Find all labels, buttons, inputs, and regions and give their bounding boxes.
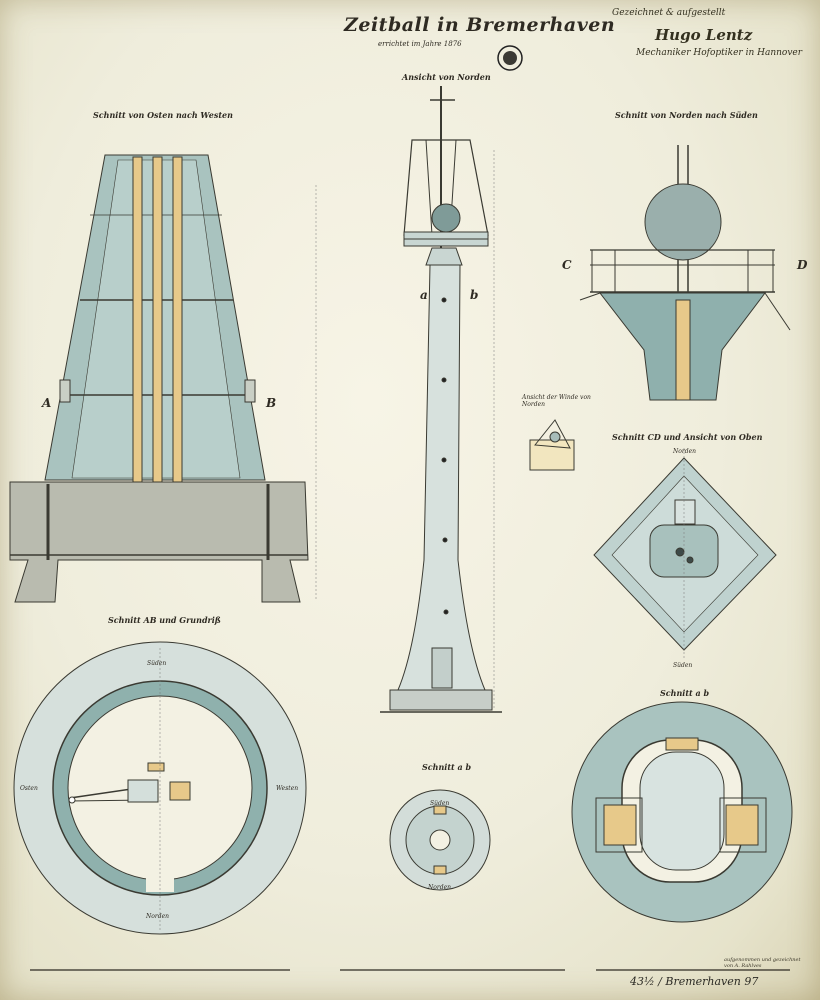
label-section-ab-small: Schnitt a b <box>422 762 472 772</box>
archive-reference: 43½ / Bremerhaven 97 <box>630 975 759 988</box>
section-cd-drawing <box>593 448 777 660</box>
letter-d: D <box>797 258 808 272</box>
compass-west-left: Westen <box>276 785 299 792</box>
handwritten-signature: Hugo Lentz <box>655 26 753 44</box>
letter-b: B <box>266 396 277 410</box>
compass-north-cd: Norden <box>673 448 696 455</box>
compass-south-cd: Süden <box>673 662 693 669</box>
label-section-north-south: Schnitt von Norden nach Süden <box>615 110 758 120</box>
handwritten-note-line2: Mechaniker Hofoptiker in Hannover <box>636 48 803 58</box>
label-section-east-west: Schnitt von Osten nach Westen <box>93 110 233 120</box>
section-north-south-drawing <box>579 145 791 401</box>
winch-drawing <box>529 419 575 471</box>
label-winch-view: Ansicht der Winde von Norden <box>522 394 591 408</box>
credit-line1: aufgenommen und gezeichnet <box>724 957 801 963</box>
draftsman-credit: aufgenommen und gezeichnet von A. Rahlve… <box>724 957 800 969</box>
north-elevation-drawing <box>380 86 502 713</box>
compass-east-left: Osten <box>20 785 38 792</box>
section-ab-small-drawing <box>389 789 491 891</box>
label-section-ab-right: Schnitt a b <box>660 688 710 698</box>
letter-lower-a: a <box>420 288 428 302</box>
letter-c: C <box>562 258 572 272</box>
credit-line2: von A. Rahlves <box>724 963 762 969</box>
section-ab-plan-drawing <box>13 641 307 935</box>
compass-south-small: Süden <box>430 800 450 807</box>
archive-seal-icon <box>496 44 524 72</box>
handwritten-note-line1: Gezeichnet & aufgestellt <box>612 8 726 18</box>
drawing-title: Zeitball in Bremerhaven <box>344 14 616 36</box>
label-section-cd-top: Schnitt CD und Ansicht von Oben <box>612 432 763 442</box>
drawing-subtitle: errichtet im Jahre 1876 <box>378 40 462 48</box>
label-north-elevation: Ansicht von Norden <box>402 72 491 82</box>
compass-south-left: Süden <box>147 660 167 667</box>
section-ab-right-drawing <box>571 701 793 923</box>
letter-lower-b: b <box>470 288 479 302</box>
compass-north-small: Norden <box>428 884 451 891</box>
letter-a: A <box>42 396 52 410</box>
compass-north-left: Norden <box>146 913 169 920</box>
label-section-ab-plan: Schnitt AB und Grundriß <box>108 615 221 625</box>
section-east-west-drawing <box>9 154 317 603</box>
